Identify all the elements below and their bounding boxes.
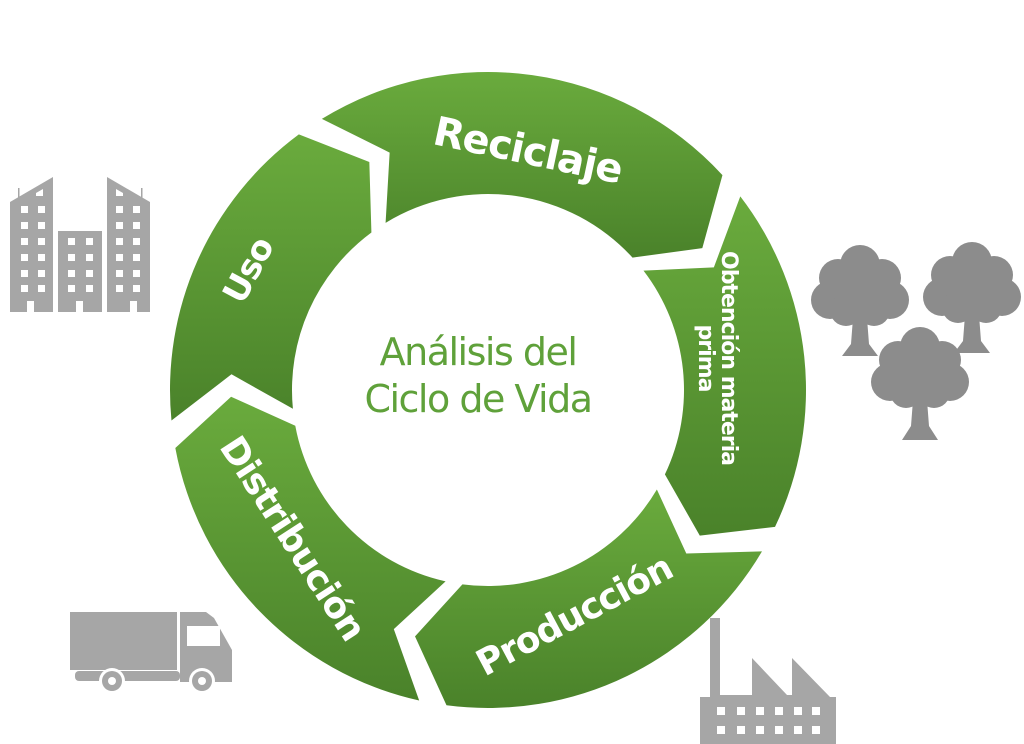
segment-reciclaje — [321, 72, 723, 258]
stage-label-text: Obtención materia — [716, 251, 741, 465]
factory-icon — [700, 618, 836, 744]
tree-icon — [811, 245, 909, 356]
center-title: Análisis del Ciclo de Vida — [364, 330, 593, 421]
segment-distribucion — [175, 396, 446, 701]
center-title-line-2: Ciclo de Vida — [364, 377, 591, 421]
trees-icon — [811, 242, 1021, 440]
truck-icon — [70, 612, 232, 694]
stage-label-text: prima — [693, 325, 718, 392]
segment-obtencion — [643, 196, 806, 536]
segment-uso — [170, 134, 372, 421]
cycle-ring — [170, 72, 806, 708]
buildings-icon — [10, 177, 150, 312]
tree-icon — [923, 242, 1021, 353]
segment-produccion — [415, 489, 762, 708]
center-title-line-1: Análisis del — [380, 330, 577, 374]
tree-icon — [871, 327, 969, 440]
